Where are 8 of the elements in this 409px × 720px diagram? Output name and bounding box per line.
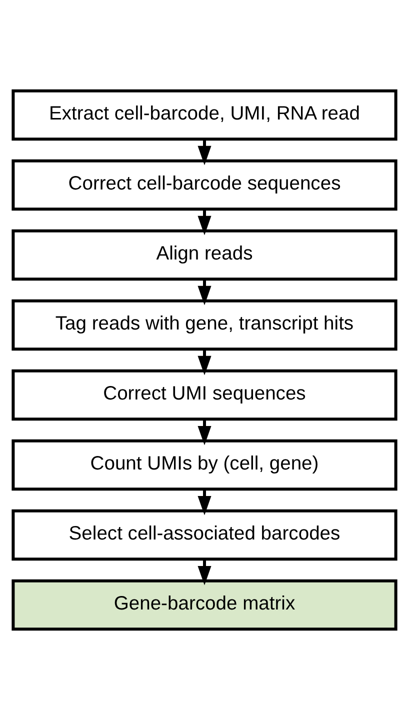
node-box: Tag reads with gene, transcript hits [12, 299, 398, 351]
node-box: Select cell-associated barcodes [12, 509, 398, 561]
node-box: Align reads [12, 229, 398, 281]
node-box: Correct UMI sequences [12, 369, 398, 421]
node-box: Extract cell-barcode, UMI, RNA read [12, 89, 398, 141]
node-box: Gene-barcode matrix [12, 579, 398, 631]
node-box: Count UMIs by (cell, gene) [12, 439, 398, 491]
node-box: Correct cell-barcode sequences [12, 159, 398, 211]
